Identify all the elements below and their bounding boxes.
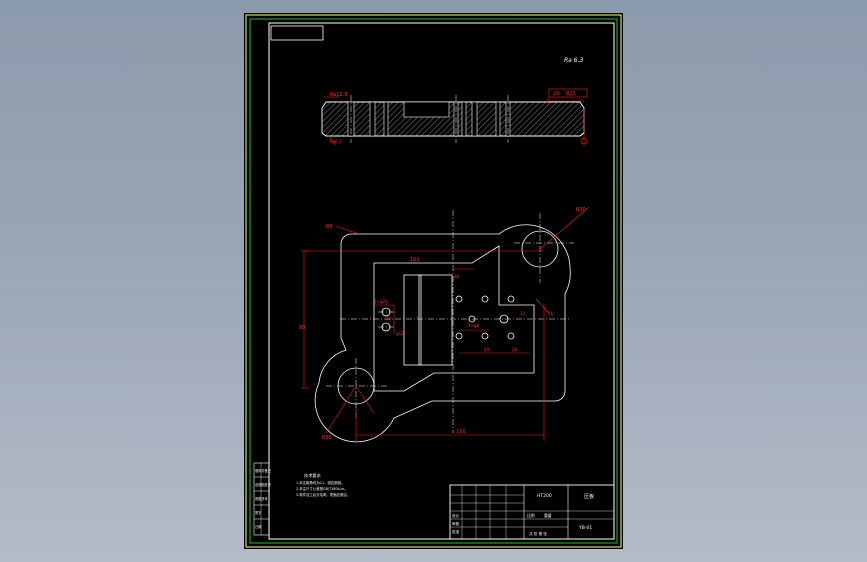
cad-drawing: 借用件登记 旧底图总号 底图总号 签字 日期 Ra 6.3 Ra12.5 (245, 14, 622, 548)
tech-req-item-0: 1.未注倒角均为C1，锐边倒钝。 (296, 480, 344, 485)
title-weight: 重量 (544, 513, 552, 518)
left-label-4: 日期 (255, 524, 261, 529)
left-label-2: 底图总号 (255, 496, 268, 501)
roughness-note: Ra 6.3 (564, 57, 583, 64)
drawing-sheet: 借用件登记 旧底图总号 底图总号 签字 日期 Ra 6.3 Ra12.5 (244, 13, 623, 549)
outer-border (245, 14, 622, 548)
dim-plan-11: 28 (512, 347, 518, 352)
section-view: Ra12.5 20 R25 Ra6.3 (321, 88, 588, 146)
dim-top-1: 20 (553, 91, 559, 97)
title-sheet: 共 张 第 张 (529, 531, 547, 536)
title-material: HT200 (537, 493, 552, 499)
dim-plan-7: φ12 (396, 331, 404, 336)
drawing-number-box (270, 25, 324, 41)
left-label-0: 借用件登记 (255, 468, 272, 473)
plan-view: R8 R30 160 80 86 2×φ25 68 φ12 7 4×φ8 60 … (299, 206, 590, 443)
drawing-frame (268, 22, 615, 540)
technical-requirements: 技术要求 1.未注倒角均为C1，锐边倒钝。 2.未注尺寸公差按GB/T1804-… (296, 472, 350, 497)
left-binding-column: 借用件登记 旧底图总号 底图总号 签字 日期 (253, 462, 272, 536)
dim-plan-6: 68 (386, 316, 392, 321)
dim-plan-14: R35 (322, 435, 332, 441)
dim-top-0: Ra12.5 (330, 92, 348, 98)
title-check: 审核 (452, 521, 460, 526)
dim-plan-9: 4×φ8 (468, 323, 480, 328)
dim-plan-13: 16 (548, 311, 554, 316)
dim-plan-0: R8 (326, 224, 333, 230)
dim-plan-8: 7 (416, 316, 419, 321)
dim-plan-10: 60 (484, 347, 490, 352)
left-label-1: 旧底图总号 (255, 482, 271, 487)
title-scale: 比例 (527, 513, 535, 518)
dim-plan-12: 12 (520, 311, 526, 316)
dim-top-3: Ra6.3 (330, 139, 342, 144)
title-drawing-no: YB-01 (578, 525, 592, 531)
tech-req-title: 技术要求 (304, 472, 322, 479)
dim-plan-2: 160 (410, 257, 420, 263)
dim-plan-5: 2×φ25 (374, 299, 388, 304)
green-frame (249, 18, 618, 544)
dim-top-2: R25 (566, 91, 576, 97)
title-approve: 批准 (452, 529, 460, 534)
tech-req-item-1: 2.未注尺寸公差按GB/T1804-m。 (296, 486, 348, 491)
title-block: HT200 压板 YB-01 比例 重量 共 张 第 张 设计 审核 批准 (449, 484, 615, 540)
title-design: 设计 (452, 513, 460, 518)
title-part-name: 压板 (584, 493, 594, 500)
dim-plan-3: 80 (299, 325, 305, 331)
dim-plan-4: 86 (454, 274, 460, 279)
left-label-3: 签字 (255, 510, 261, 515)
dim-plan-1: R30 (576, 207, 586, 213)
dim-plan-15: 150 (456, 429, 466, 435)
tech-req-item-2: 3.零件加工后去毛刺，表面应清洁。 (296, 492, 350, 497)
